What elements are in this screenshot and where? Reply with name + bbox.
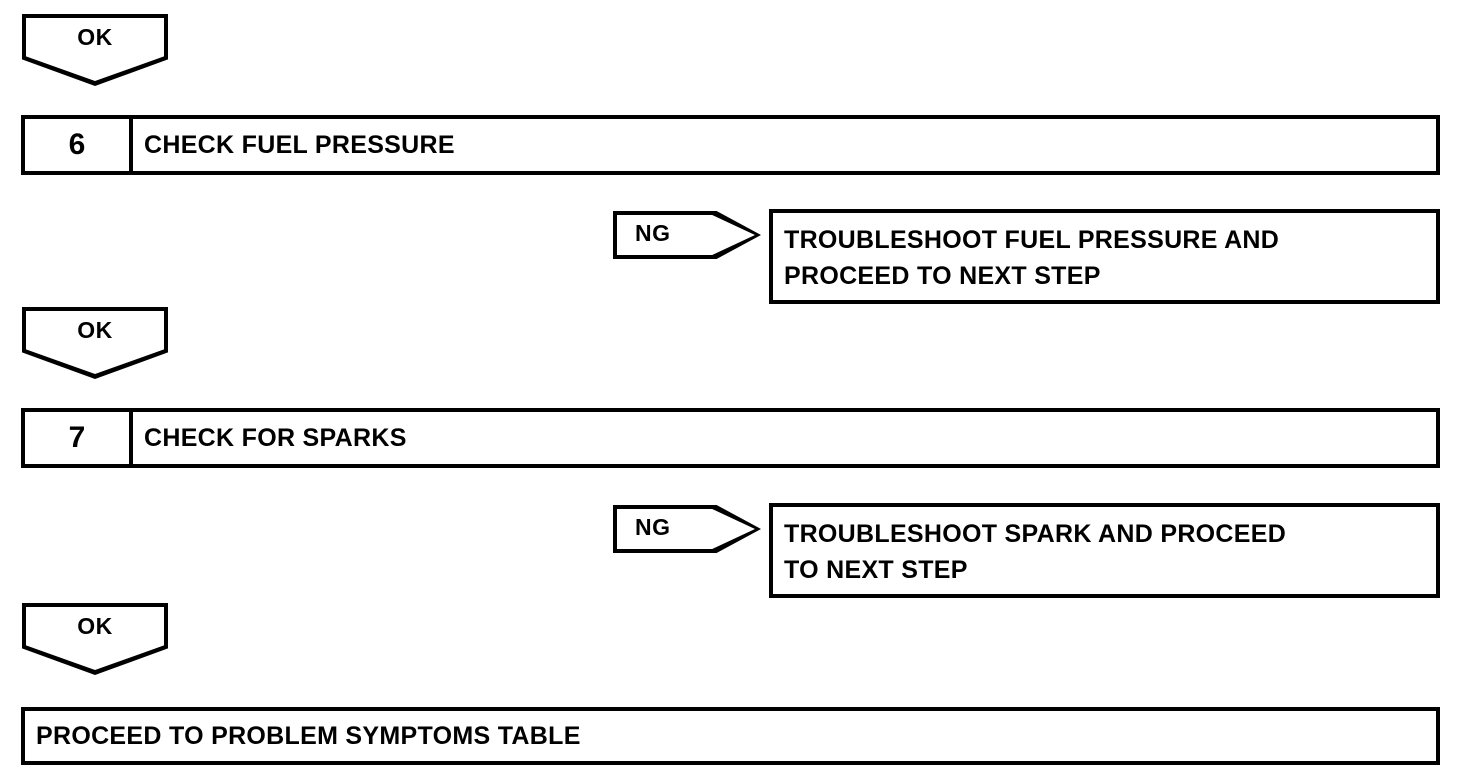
terminal-box-problem-symptoms-table[interactable]: PROCEED TO PROBLEM SYMPTOMS TABLE [21, 707, 1440, 765]
branch-label-ok-3: OK [22, 603, 168, 675]
branch-label-ng-2: NG [613, 505, 761, 553]
step-title-cell-6: CHECK FUEL PRESSURE [133, 119, 1436, 171]
step-number-cell-6: 6 [25, 119, 133, 171]
step-title-6: CHECK FUEL PRESSURE [144, 130, 455, 159]
step-title-7: CHECK FOR SPARKS [144, 423, 407, 452]
branch-label-ok-text: OK [77, 317, 113, 343]
action-box-line-1: TROUBLESHOOT FUEL PRESSURE AND [784, 226, 1280, 254]
step-number-7: 7 [68, 421, 86, 454]
branch-label-ok-2: OK [22, 307, 168, 379]
step-box-7[interactable]: 7 CHECK FOR SPARKS [21, 408, 1440, 468]
step-box-6[interactable]: 6 CHECK FUEL PRESSURE [21, 115, 1440, 175]
action-box-line-2: TO NEXT STEP [784, 556, 968, 585]
action-box-troubleshoot-spark[interactable]: TROUBLESHOOT SPARK AND PROCEED TO NEXT S… [769, 503, 1440, 598]
branch-label-ok-1: OK [22, 14, 168, 86]
step-title-cell-7: CHECK FOR SPARKS [133, 412, 1436, 464]
branch-label-ng-1: NG [613, 211, 761, 259]
action-box-troubleshoot-fuel-pressure[interactable]: TROUBLESHOOT FUEL PRESSURE AND PROCEED T… [769, 209, 1440, 304]
branch-label-ng-text: NG [635, 514, 671, 540]
branch-label-ok-text: OK [77, 613, 113, 639]
terminal-box-text: PROCEED TO PROBLEM SYMPTOMS TABLE [36, 721, 581, 750]
branch-label-ng-text: NG [635, 220, 671, 246]
step-number-6: 6 [68, 128, 86, 161]
step-number-cell-7: 7 [25, 412, 133, 464]
branch-label-ok-text: OK [77, 24, 113, 50]
action-box-line-2: PROCEED TO NEXT STEP [784, 262, 1101, 291]
action-box-line-1: TROUBLESHOOT SPARK AND PROCEED [784, 520, 1287, 548]
